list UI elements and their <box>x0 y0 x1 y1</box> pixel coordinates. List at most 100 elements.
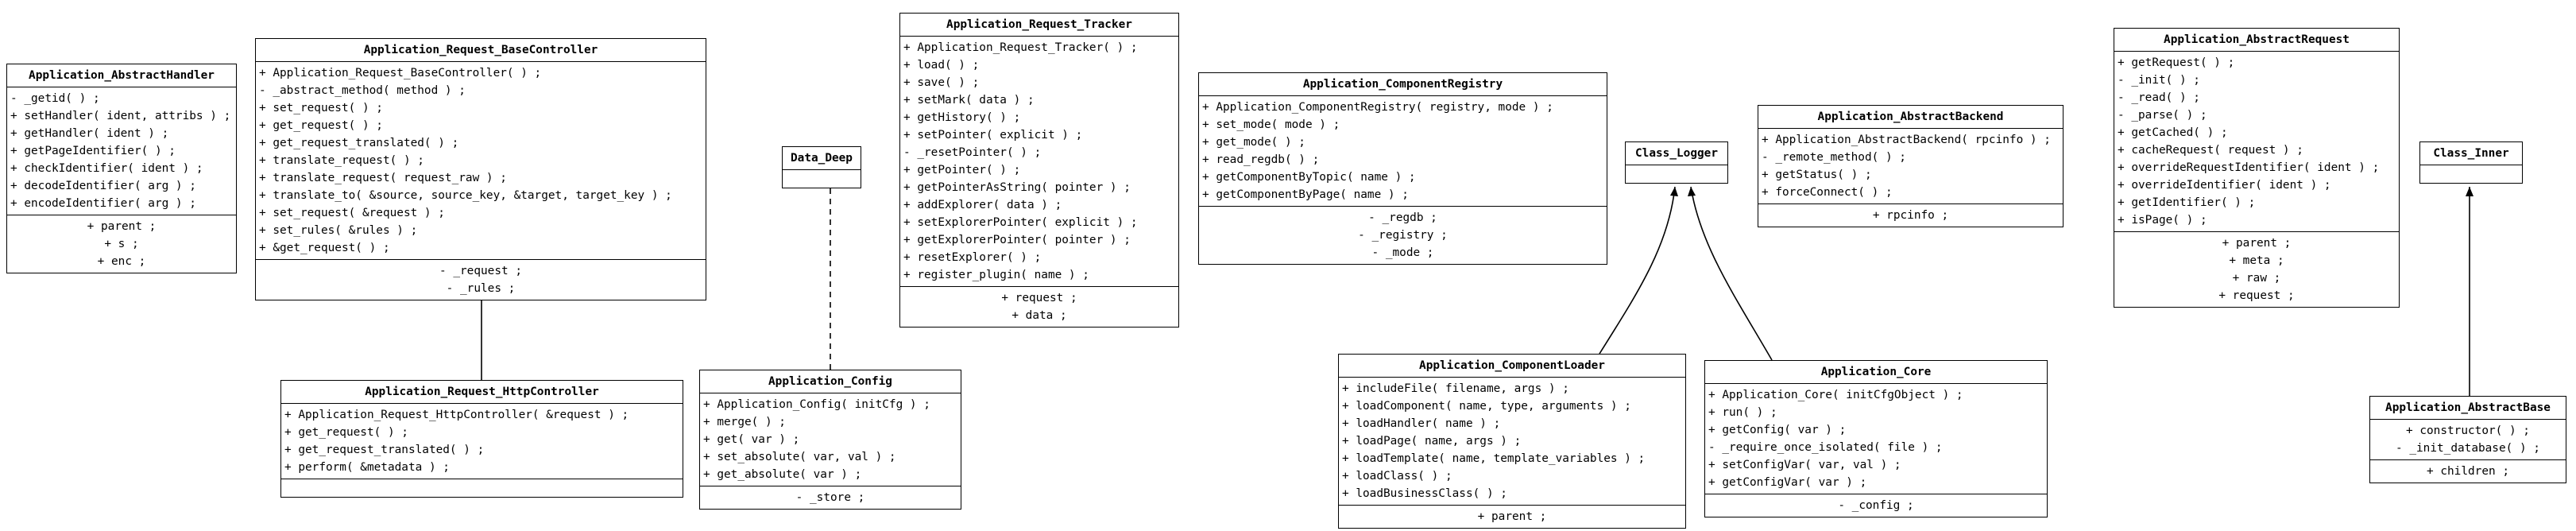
attribute-row: + meta ; <box>2229 254 2284 267</box>
method-row: + read_regdb( ) ; <box>1202 153 1320 166</box>
arrowhead-classinner <box>2466 187 2474 196</box>
method-row: + get_request_translated( ) ; <box>284 444 485 456</box>
method-row: + getIdentifier( ) ; <box>2118 196 2256 209</box>
class-box-component-loader[interactable]: Application_ComponentLoader + includeFil… <box>1338 354 1686 529</box>
method-row: + set_absolute( var, val ) ; <box>703 451 896 463</box>
method-row: + Application_Request_Tracker( ) ; <box>903 41 1138 54</box>
method-row: + setMark( data ) ; <box>903 94 1035 107</box>
attribute-row: - _config ; <box>1838 499 1914 512</box>
method-row: + encodeIdentifier( arg ) ; <box>10 197 196 210</box>
attribute-row: - _registry ; <box>1358 229 1448 242</box>
methods-section: - _getid( ) ; + setHandler( ident, attri… <box>7 87 236 215</box>
attribute-row: + parent ; <box>1477 510 1547 523</box>
attribute-row: - _rules ; <box>446 282 516 295</box>
class-box-request-http-controller[interactable]: Application_Request_HttpController + App… <box>280 380 683 498</box>
attribute-row: + rpcinfo ; <box>1872 209 1949 222</box>
methods-section: + includeFile( filename, args ) ; + load… <box>1339 378 1685 506</box>
method-row: + save( ) ; <box>903 76 980 89</box>
methods-section: + Application_Request_BaseController( ) … <box>256 62 706 260</box>
method-row: + getRequest( ) ; <box>2118 56 2235 69</box>
method-row: + get_request_translated( ) ; <box>259 137 459 149</box>
method-row: + checkIdentifier( ident ) ; <box>10 162 203 175</box>
method-row: + getConfig( var ) ; <box>1708 424 1847 436</box>
class-box-abstract-handler[interactable]: Application_AbstractHandler - _getid( ) … <box>6 64 237 273</box>
attribute-row: - _store ; <box>795 491 865 504</box>
class-box-abstract-base[interactable]: Application_AbstractBase + constructor( … <box>2369 396 2566 483</box>
method-row: + get( var ) ; <box>703 433 800 446</box>
method-row: + getConfigVar( var ) ; <box>1708 476 1867 489</box>
class-name: Application_Request_HttpController <box>281 381 683 404</box>
class-box-class-logger[interactable]: Class_Logger <box>1625 141 1728 184</box>
class-box-application-config[interactable]: Application_Config + Application_Config(… <box>699 370 961 510</box>
method-row: + getHistory( ) ; <box>903 111 1021 124</box>
class-box-abstract-backend[interactable]: Application_AbstractBackend + Applicatio… <box>1758 105 2064 227</box>
attributes-section: + children ; <box>2370 460 2566 483</box>
method-row: + &get_request( ) ; <box>259 242 390 254</box>
class-name: Application_AbstractBackend <box>1758 106 2063 129</box>
method-row: + getComponentByTopic( name ) ; <box>1202 171 1416 184</box>
method-row: + register_plugin( name ) ; <box>903 269 1089 281</box>
methods-section <box>1626 165 1727 183</box>
class-name: Class_Logger <box>1626 142 1727 165</box>
method-row: + Application_Request_HttpController( &r… <box>284 409 629 421</box>
class-box-component-registry[interactable]: Application_ComponentRegistry + Applicat… <box>1198 72 1607 265</box>
attribute-row: + request ; <box>1001 292 1077 304</box>
class-name: Application_Request_BaseController <box>256 39 706 62</box>
attributes-section: - _request ; - _rules ; <box>256 260 706 300</box>
attributes-section: + parent ; <box>1339 506 1685 528</box>
class-name: Application_AbstractBase <box>2370 397 2566 420</box>
class-box-data-deep[interactable]: Data_Deep <box>782 146 861 188</box>
method-row: + perform( &metadata ) ; <box>284 461 450 474</box>
method-row: + run( ) ; <box>1708 406 1777 419</box>
method-row: + resetExplorer( ) ; <box>903 251 1042 264</box>
methods-section: + constructor( ) ; - _init_database( ) ; <box>2370 420 2566 460</box>
method-row: - _read( ) ; <box>2118 91 2200 104</box>
method-row: + loadPage( name, args ) ; <box>1342 435 1522 448</box>
class-box-application-core[interactable]: Application_Core + Application_Core( ini… <box>1704 360 2048 517</box>
method-row: + translate_request( ) ; <box>259 154 424 167</box>
method-row: + loadHandler( name ) ; <box>1342 417 1501 430</box>
methods-section: + Application_Request_HttpController( &r… <box>281 404 683 479</box>
method-row: + constructor( ) ; <box>2406 424 2530 437</box>
class-box-request-tracker[interactable]: Application_Request_Tracker + Applicatio… <box>899 13 1179 328</box>
attribute-row: - _regdb ; <box>1368 211 1437 224</box>
attributes-section: + request ; + data ; <box>900 287 1178 327</box>
method-row: + translate_to( &source, source_key, &ta… <box>259 189 672 202</box>
attribute-row: + parent ; <box>87 220 157 233</box>
method-row: + loadTemplate( name, template_variables… <box>1342 452 1646 465</box>
attribute-row: - _request ; <box>439 265 522 277</box>
method-row: + set_request( ) ; <box>259 102 383 114</box>
method-row: + overrideIdentifier( ident ) ; <box>2118 179 2331 192</box>
methods-section <box>2420 165 2522 183</box>
class-box-request-base-controller[interactable]: Application_Request_BaseController + App… <box>255 38 706 300</box>
attributes-section: + rpcinfo ; <box>1758 204 2063 227</box>
class-name: Class_Inner <box>2420 142 2522 165</box>
method-row: + translate_request( request_raw ) ; <box>259 172 507 184</box>
attribute-row: + s ; <box>104 238 139 250</box>
class-name: Application_AbstractHandler <box>7 64 236 87</box>
methods-section: + getRequest( ) ; - _init( ) ; - _read( … <box>2114 52 2399 232</box>
attribute-row: + enc ; <box>97 255 146 268</box>
class-box-class-inner[interactable]: Class_Inner <box>2419 141 2523 184</box>
method-row: + addExplorer( data ) ; <box>903 199 1062 211</box>
method-row: + loadClass( ) ; <box>1342 470 1452 483</box>
method-row: - _remote_method( ) ; <box>1762 151 1906 164</box>
method-row: - _init( ) ; <box>2118 74 2200 87</box>
methods-section: + Application_Config( initCfg ) ; + merg… <box>700 393 961 486</box>
method-row: + Application_Config( initCfg ) ; <box>703 398 930 411</box>
class-name: Application_ComponentLoader <box>1339 355 1685 378</box>
attributes-section: - _store ; <box>700 486 961 509</box>
class-box-abstract-request[interactable]: Application_AbstractRequest + getRequest… <box>2114 28 2400 308</box>
method-row: + includeFile( filename, args ) ; <box>1342 382 1569 395</box>
method-row: + set_rules( &rules ) ; <box>259 224 418 237</box>
class-name: Application_AbstractRequest <box>2114 29 2399 52</box>
method-row: + load( ) ; <box>903 59 980 72</box>
class-name: Application_Core <box>1705 361 2047 384</box>
class-name: Data_Deep <box>783 147 861 170</box>
method-row: + isPage( ) ; <box>2118 214 2207 227</box>
method-row: + loadComponent( name, type, arguments )… <box>1342 400 1631 413</box>
method-row: - _resetPointer( ) ; <box>903 146 1042 159</box>
method-row: + getStatus( ) ; <box>1762 169 1872 181</box>
method-row: + Application_Request_BaseController( ) … <box>259 67 542 79</box>
